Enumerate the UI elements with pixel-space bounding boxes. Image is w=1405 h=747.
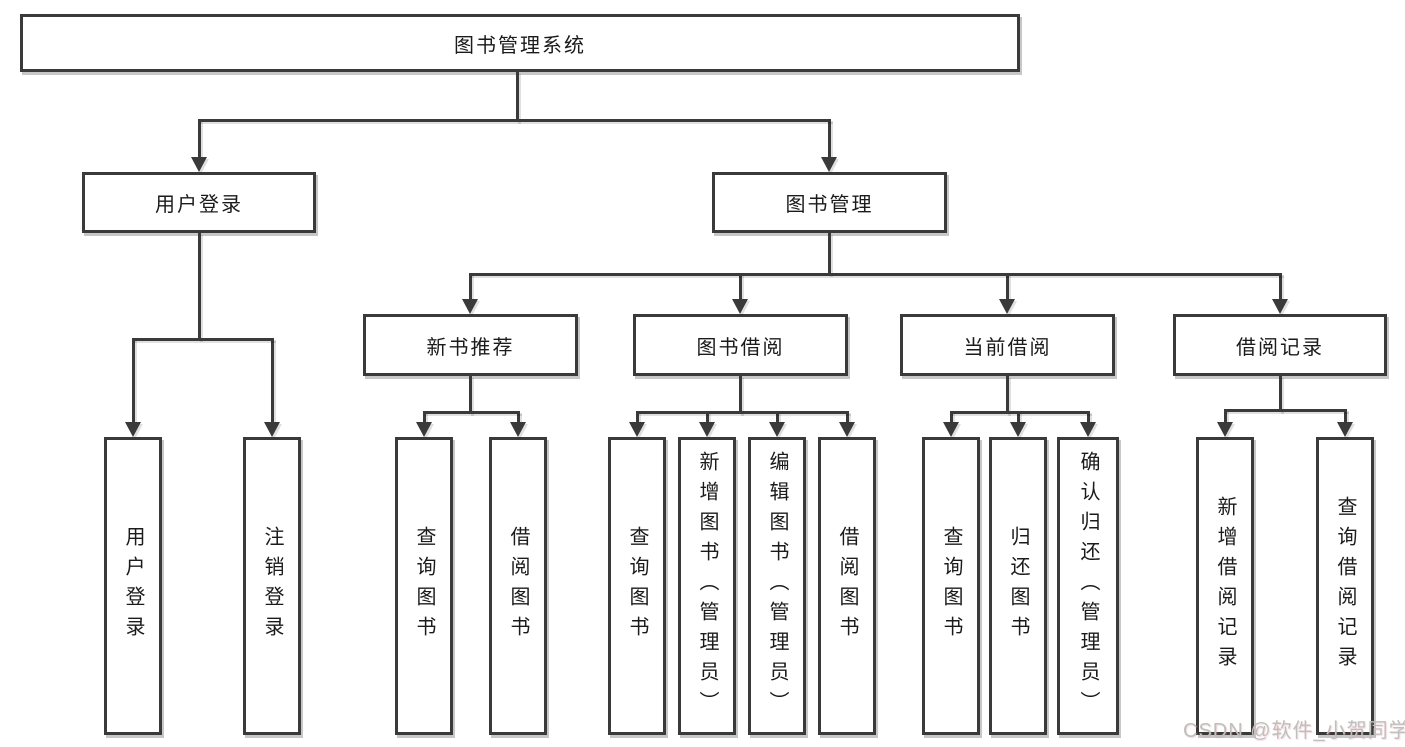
watermark: CSDN @软件_小贺同学 (1183, 720, 1405, 742)
leaf-query-books-borrow: 查询图书 (608, 437, 666, 735)
connector-line (775, 412, 779, 425)
arrow-down-icon (943, 422, 959, 437)
node-current-borrow: 当前借阅 (900, 314, 1115, 376)
arrow-down-icon (416, 422, 432, 437)
leaf-query-borrow-record: 查询借阅记录 (1316, 437, 1374, 735)
connector-line (515, 72, 519, 122)
leaf-user-login: 用户登录 (104, 437, 162, 735)
leaf-add-books-admin: 新增图书（管理员） (678, 437, 736, 735)
connector-line (738, 376, 742, 414)
arrow-down-icon (1080, 422, 1096, 437)
leaf-query-books-current: 查询图书 (922, 437, 980, 735)
arrow-down-icon (462, 299, 478, 314)
connector-line (635, 412, 639, 425)
connector-line (468, 272, 1282, 276)
arrow-down-icon (191, 157, 207, 172)
connector-line (949, 410, 1090, 414)
arrow-down-icon (1217, 422, 1233, 437)
connector-line (468, 274, 472, 301)
connector-line (422, 412, 426, 425)
arrow-down-icon (839, 422, 855, 437)
connector-line (422, 410, 520, 414)
connector-line (1223, 410, 1227, 425)
arrow-down-icon (510, 422, 526, 437)
node-new-book-recommend: 新书推荐 (363, 314, 578, 376)
connector-line (1005, 376, 1009, 414)
connector-line (949, 412, 953, 425)
connector-line (1005, 274, 1009, 301)
arrow-down-icon (1337, 422, 1353, 437)
connector-line (131, 339, 135, 425)
connector-line (738, 274, 742, 301)
arrow-down-icon (264, 422, 280, 437)
connector-line (1086, 412, 1090, 425)
leaf-borrow-books: 借阅图书 (818, 437, 876, 735)
connector-line (705, 412, 709, 425)
node-borrow-records: 借阅记录 (1173, 314, 1387, 376)
connector-line (1016, 412, 1020, 425)
node-root: 图书管理系统 (20, 14, 1020, 72)
connector-line (197, 118, 831, 122)
arrow-down-icon (1010, 422, 1026, 437)
arrow-down-icon (629, 422, 645, 437)
arrow-down-icon (769, 422, 785, 437)
connector-line (1223, 408, 1347, 412)
connector-line (516, 412, 520, 425)
connector-line (635, 410, 849, 414)
leaf-logout: 注销登录 (243, 437, 301, 735)
connector-line (197, 120, 201, 158)
connector-line (131, 337, 274, 341)
arrow-down-icon (732, 299, 748, 314)
leaf-confirm-return-admin: 确认归还（管理员） (1057, 437, 1119, 735)
connector-line (1343, 410, 1347, 425)
arrow-down-icon (821, 157, 837, 172)
arrow-down-icon (999, 299, 1015, 314)
leaf-return-books: 归还图书 (989, 437, 1047, 735)
connector-line (827, 233, 831, 275)
connector-line (845, 412, 849, 425)
leaf-add-borrow-record: 新增借阅记录 (1196, 437, 1254, 735)
leaf-borrow-books-recommend: 借阅图书 (489, 437, 547, 735)
arrow-down-icon (699, 422, 715, 437)
connector-line (197, 233, 201, 340)
node-user-login: 用户登录 (82, 172, 316, 233)
connector-line (1278, 274, 1282, 301)
leaf-edit-books-admin: 编辑图书（管理员） (748, 437, 806, 735)
connector-line (827, 120, 831, 158)
connector-line (468, 376, 472, 414)
connector-line (1278, 376, 1282, 412)
node-book-management: 图书管理 (712, 172, 947, 233)
arrow-down-icon (1272, 299, 1288, 314)
arrow-down-icon (125, 422, 141, 437)
node-book-borrow: 图书借阅 (633, 314, 848, 376)
connector-line (270, 339, 274, 425)
leaf-query-books-recommend: 查询图书 (395, 437, 453, 735)
